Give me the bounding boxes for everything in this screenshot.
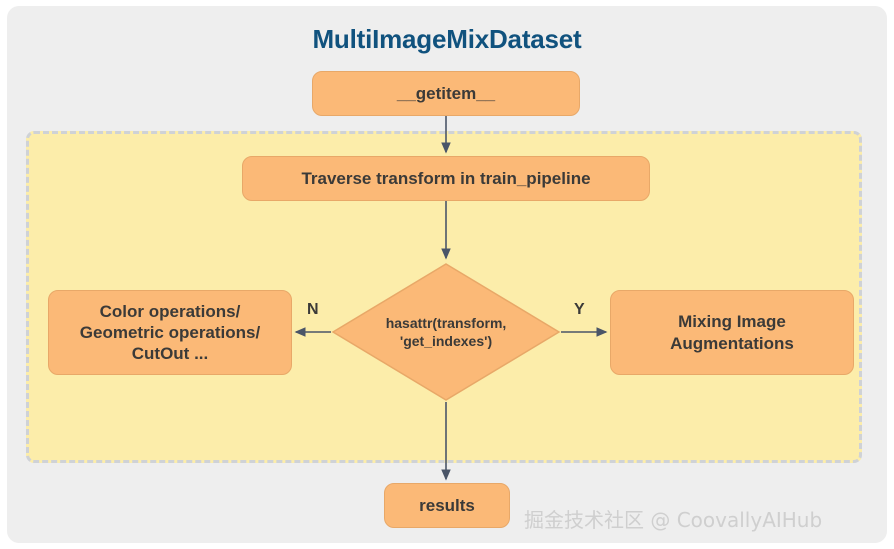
node-left-line3: CutOut ... [131,344,209,364]
node-results-label: results [419,495,475,515]
edge-label-no: N [307,301,319,318]
diamond-shape [331,263,561,401]
page-title: MultiImageMixDataset [312,24,582,54]
node-getitem[interactable]: __getitem__ [312,71,580,116]
node-traverse-label: Traverse transform in train_pipeline [301,168,591,188]
watermark: 掘金技术社区 @ CoovallyAIHub [524,508,823,532]
node-left-line1: Color operations/ [99,301,241,321]
node-right-line1: Mixing Image [678,312,786,332]
node-color-geometric-cutout[interactable]: Color operations/ Geometric operations/ … [48,290,292,375]
node-left-line2: Geometric operations/ [79,322,261,342]
node-mixing-image-augmentations[interactable]: Mixing Image Augmentations [610,290,854,375]
node-results[interactable]: results [384,483,510,528]
node-traverse-transform[interactable]: Traverse transform in train_pipeline [242,156,650,201]
node-right-line2: Augmentations [670,333,794,353]
edge-label-yes: Y [574,301,585,318]
node-getitem-label: __getitem__ [396,83,496,103]
node-decision-hasattr[interactable]: hasattr(transform, 'get_indexes') [331,262,561,402]
